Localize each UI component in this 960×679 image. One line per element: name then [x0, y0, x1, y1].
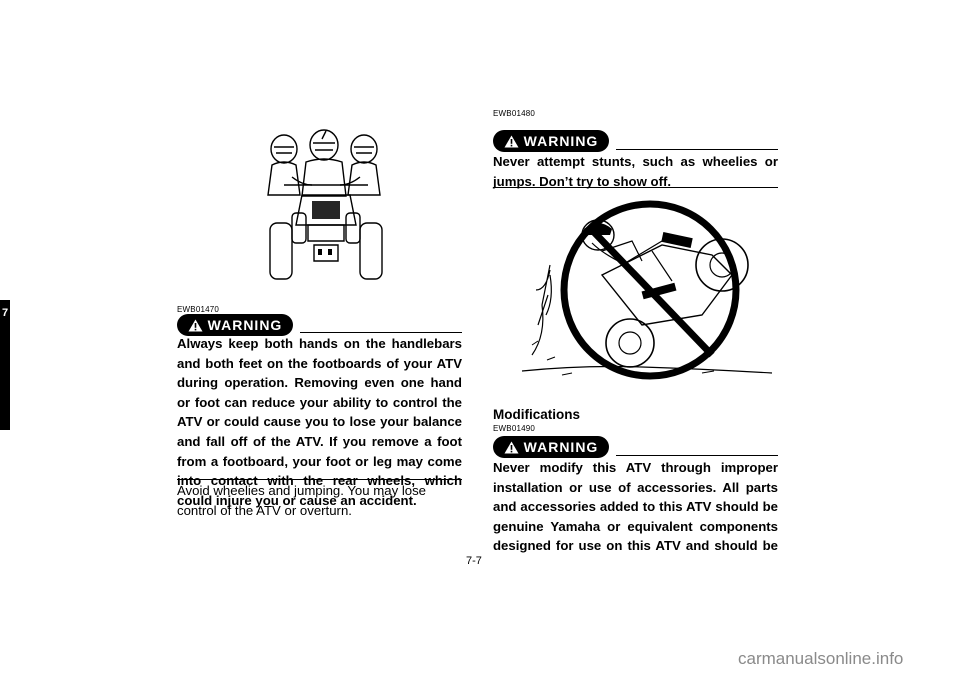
- page-number: 7-7: [466, 555, 482, 567]
- warning-text: Never modify this ATV through improper i…: [493, 460, 778, 554]
- warning-text: Always keep both hands on the handlebars…: [177, 336, 462, 508]
- watermark: carmanualsonline.info: [738, 649, 904, 668]
- warning-badge: WARNING: [493, 436, 609, 458]
- warning-badge: WARNING: [177, 314, 293, 336]
- warning-code: EWB01470: [177, 305, 220, 314]
- warning-triangle-icon: [504, 135, 519, 147]
- section-heading: Modifications: [493, 407, 580, 422]
- warning-top-rule: [300, 332, 462, 333]
- three-riders-illustration: [267, 129, 383, 280]
- warning-code: EWB01480: [493, 109, 536, 118]
- chapter-tab: [0, 300, 10, 430]
- warning-label: WARNING: [523, 133, 599, 149]
- warning-top-rule: [616, 149, 778, 150]
- warning-triangle-icon: [504, 441, 519, 453]
- chapter-number: 7: [1, 307, 9, 319]
- warning-triangle-icon: [188, 319, 203, 331]
- warning-label: WARNING: [207, 317, 283, 333]
- body-paragraph: Avoid wheelies and jumping. You may lose…: [177, 483, 427, 518]
- warning-bottom-rule: [177, 479, 462, 480]
- warning-code: EWB01490: [493, 424, 536, 433]
- warning-bottom-rule: [493, 187, 778, 188]
- warning-text: Never attempt stunts, such as wheelies o…: [493, 154, 778, 189]
- warning-label: WARNING: [523, 439, 599, 455]
- warning-top-rule: [616, 455, 778, 456]
- no-wheelie-illustration: [521, 200, 773, 380]
- warning-badge: WARNING: [493, 130, 609, 152]
